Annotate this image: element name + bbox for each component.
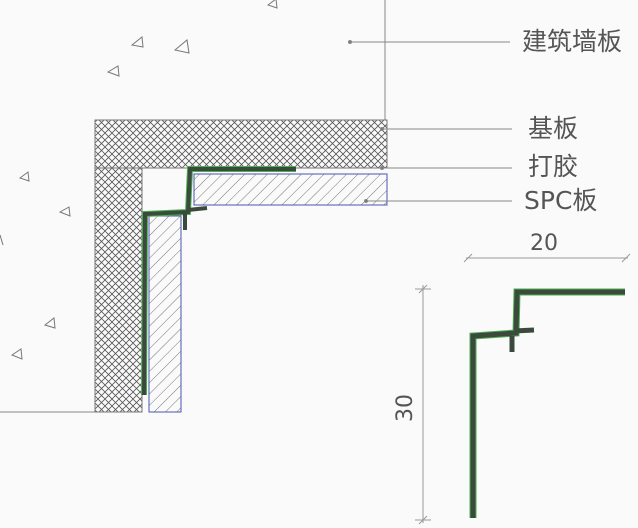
dimension-height: 30 xyxy=(393,394,418,422)
dimension-lines xyxy=(415,253,631,525)
dimension-width: 20 xyxy=(530,231,558,256)
label-sealant: 打胶 xyxy=(528,152,578,181)
spc-board xyxy=(148,173,388,413)
wall-concrete xyxy=(0,0,386,413)
aggregate-marks xyxy=(0,0,278,360)
label-spc-board: SPC板 xyxy=(524,186,597,215)
leader-lines xyxy=(348,40,512,203)
label-substrate: 基板 xyxy=(528,114,578,143)
profile-section xyxy=(469,288,625,518)
corner-profile xyxy=(141,166,296,396)
label-wall-panel: 建筑墙板 xyxy=(522,27,622,56)
substrate xyxy=(94,119,388,413)
